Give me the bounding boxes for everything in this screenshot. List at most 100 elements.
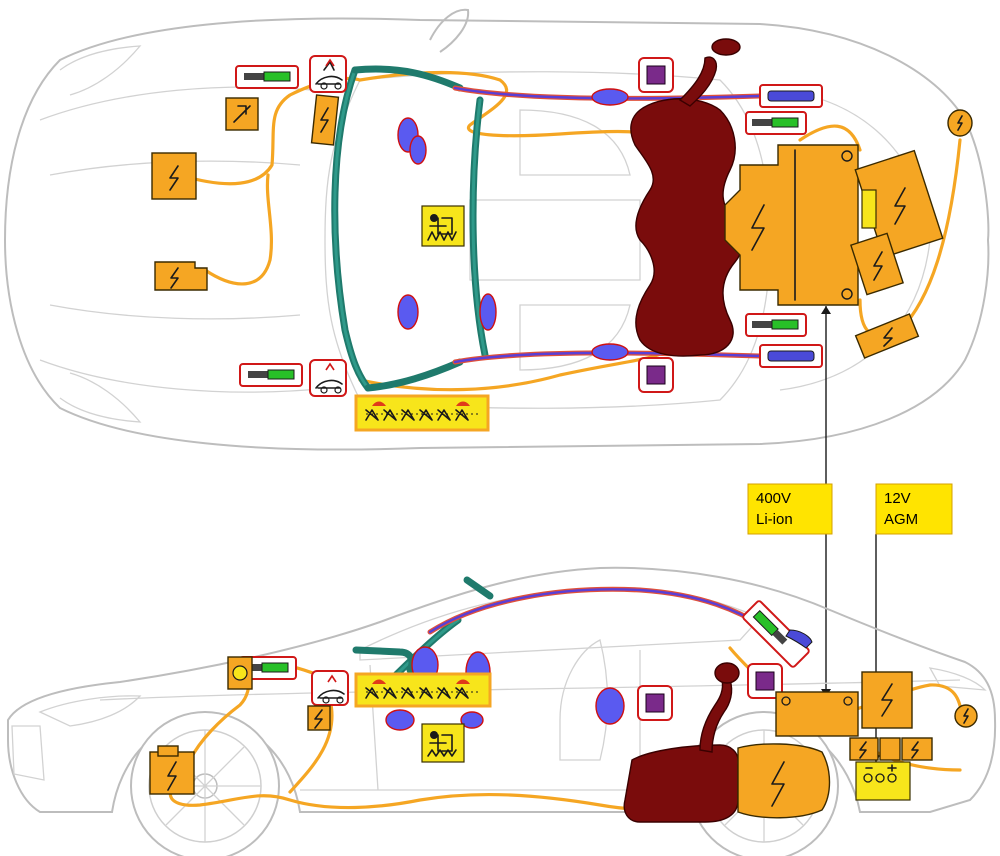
lv-battery-voltage-label: 12V: [884, 490, 911, 507]
top-view-12v-battery: [861, 189, 877, 229]
top-view-seatbelt-pretensioner-right: [638, 357, 674, 393]
top-view-fuse-box-icon: [233, 105, 251, 123]
top-view-front-control-unit: [151, 152, 197, 200]
top-view-hood-line: [39, 86, 331, 121]
side-view-hv-roof-line: [427, 586, 778, 637]
top-view-pressure-cylinder-left: [759, 84, 823, 108]
top-view-a-pillar-inner: [333, 68, 370, 390]
side-view-fuse-box: [227, 656, 253, 690]
side-view-fuel-tank: [623, 744, 739, 823]
side-view-seatbelt-pretensioner-front: [637, 685, 673, 721]
top-view-seatbelt-pretensioner-left: [638, 57, 674, 93]
side-view: [7, 566, 997, 856]
side-view-seat: [559, 639, 609, 761]
top-view-cable-front-2: [203, 173, 274, 286]
side-view-hv-submodules: [849, 737, 933, 761]
side-view-hv-roof-line-core: [428, 588, 777, 636]
hv-battery-chemistry-label: Li-ion: [756, 511, 793, 528]
top-view-curtain-airbag-lower: [591, 343, 629, 361]
top-view-gas-strut-front-left: [235, 65, 299, 89]
side-view-headlight: [38, 695, 142, 727]
top-view-hv-module-2: [850, 232, 904, 296]
side-view-gas-strut-rear: [742, 600, 810, 668]
top-view-front-airbag-driver-b: [409, 135, 427, 165]
top-view-front-control-unit-lightning-icon: [169, 165, 179, 191]
battery-callouts: 400V Li-ion 12V AGM: [747, 306, 953, 762]
side-view-knee-airbag: [385, 709, 415, 731]
top-view-hv-battery: [724, 144, 859, 306]
top-view-front-module-lightning-icon: [320, 107, 329, 133]
top-view-rollover-protection-strip: [354, 394, 490, 432]
top-view-hv-line-upper-core: [453, 86, 762, 100]
side-view-front-control-unit: [149, 745, 195, 795]
top-view-fuel-tank: [630, 98, 744, 357]
side-view-active-bonnet: [311, 670, 349, 706]
side-view-hv-module: [861, 671, 913, 729]
side-view-hv-battery-lower-lightning-icon: [771, 761, 785, 807]
top-view-hood-crease-2: [49, 304, 301, 320]
side-view-roll-bar: [463, 576, 494, 600]
top-view-hv-battery-bolt-2: [841, 288, 853, 300]
top-view-hood-line-2: [39, 359, 331, 393]
top-view-hv-module-1-lightning-icon: [894, 187, 906, 225]
top-view-gas-strut-rear-right: [745, 313, 807, 337]
side-view-fuel-filler-cap: [714, 662, 740, 684]
side-view-pressure-cylinder: [785, 629, 813, 649]
top-view-pretensioner-warning-label: [421, 205, 465, 247]
side-view-head-airbag: [460, 711, 484, 729]
hv-battery-leader-arrow-top: [821, 306, 831, 314]
top-view-front-airbag-passenger-b: [479, 293, 497, 331]
top-view-hv-battery-bolt-1: [841, 150, 853, 162]
top-view-a-pillar-reinforcement: [331, 66, 372, 392]
top-view-rear-electrical-lightning-icon: [957, 115, 963, 131]
side-view-cable-cabin: [288, 698, 334, 794]
top-view-center-console: [469, 199, 641, 281]
top-view-cable-main: [358, 70, 662, 142]
top-view-hv-line-lower-core: [453, 351, 762, 364]
lv-battery-callout-box: [875, 483, 953, 535]
top-view-active-bonnet-left: [309, 55, 347, 93]
side-view-rollover-protection-strip: [354, 672, 492, 708]
side-view-front-module: [307, 705, 331, 731]
side-view-taillight: [928, 667, 987, 691]
side-view-roof-rail: [352, 646, 416, 674]
hv-battery-callout-box: [747, 483, 833, 535]
side-view-hv-battery-lower: [737, 743, 831, 819]
top-view-front-ecu-lightning-icon: [170, 267, 179, 289]
lv-battery-chemistry-label: AGM: [884, 511, 918, 528]
side-view-hv-battery: [775, 691, 859, 737]
top-view-fuel-filler-cap: [711, 38, 741, 56]
top-view-headlight-right: [59, 372, 142, 423]
top-view-dc-converter: [854, 313, 920, 359]
top-view-hv-module-2-lightning-icon: [873, 251, 883, 281]
side-view-side-airbag: [595, 687, 625, 725]
side-view-grille: [11, 725, 45, 781]
side-view-rear-electrical-lightning-icon: [963, 708, 969, 724]
top-view-roof-bar-bottom: [364, 358, 464, 392]
top-view-body-outline: [3, 17, 990, 451]
side-view-front-module-lightning-icon: [314, 709, 323, 729]
top-view-roof-bar-top: [351, 65, 464, 92]
top-view-front-ecu: [154, 261, 208, 291]
top-view-seat-left: [519, 109, 631, 176]
top-view-dc-converter-lightning-icon: [883, 327, 893, 347]
top-view-front-airbag-passenger-a: [397, 294, 419, 330]
hv-battery-voltage-label: 400V: [756, 490, 791, 507]
top-view-gas-strut-rear-left: [745, 111, 807, 135]
top-view-b-pillar-inner: [471, 98, 487, 357]
top-view-mirror-top: [429, 8, 470, 53]
top-view-fuel-filler-line: [678, 56, 718, 107]
side-view-12v-battery: [855, 761, 911, 801]
top-view-gas-strut-front-right: [239, 363, 303, 387]
top-view-headlight-left: [59, 45, 142, 96]
side-view-cable-underbody: [168, 768, 692, 811]
top-view: [3, 8, 990, 451]
side-view-seatbelt-pretensioner-rear: [747, 663, 783, 699]
top-view-active-bonnet-right: [309, 359, 347, 397]
top-view-pressure-cylinder-right: [759, 344, 823, 368]
top-view-hv-battery-lightning-icon: [751, 204, 765, 251]
side-view-pretensioner-warning-label: [421, 723, 465, 763]
top-view-curtain-airbag-upper: [591, 88, 629, 106]
